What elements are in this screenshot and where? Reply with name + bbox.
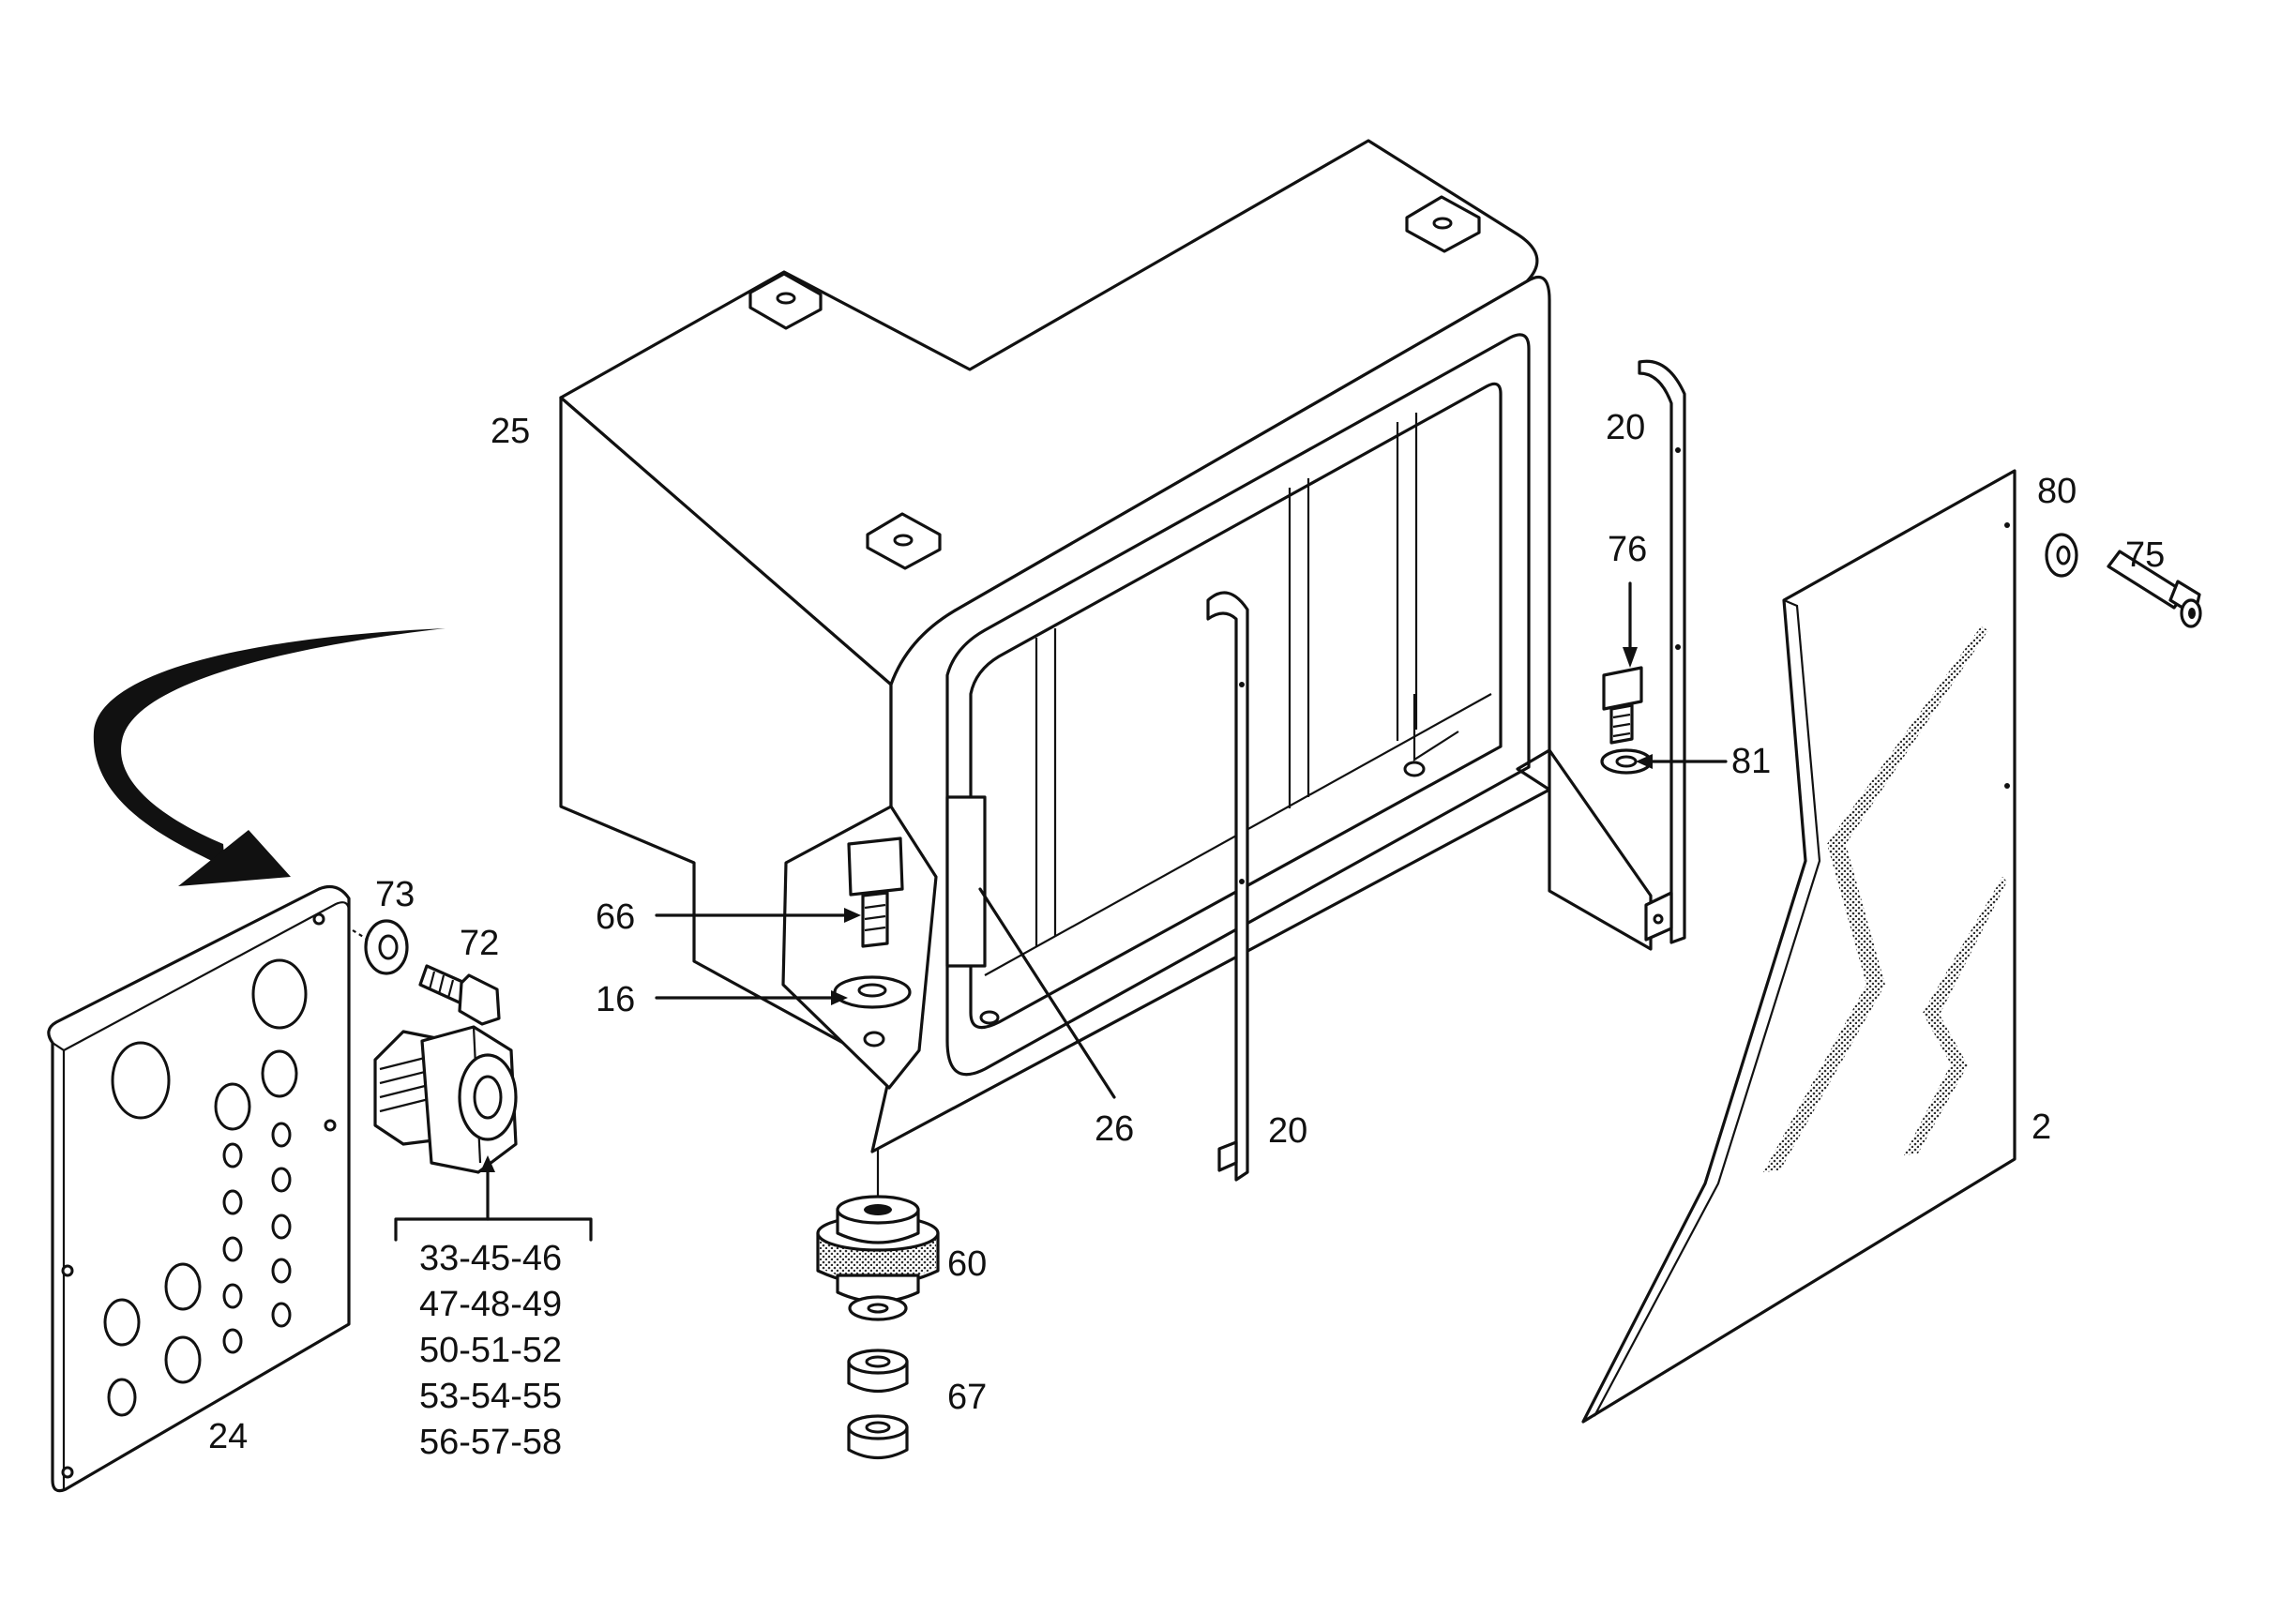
label-80: 80 bbox=[2037, 472, 2077, 511]
label-75: 75 bbox=[2125, 535, 2165, 575]
panel-part-24 bbox=[47, 885, 351, 1493]
screw-part-75 bbox=[2107, 550, 2202, 628]
label-20-right: 20 bbox=[1606, 408, 1645, 447]
gland-group-line-5: 56-57-58 bbox=[419, 1423, 562, 1462]
washer-part-73 bbox=[364, 919, 409, 975]
label-73: 73 bbox=[375, 875, 415, 914]
washer-part-80 bbox=[2045, 533, 2078, 578]
label-26: 26 bbox=[1095, 1109, 1134, 1149]
label-72: 72 bbox=[460, 924, 499, 963]
leader-26 bbox=[978, 887, 1116, 1099]
label-76: 76 bbox=[1608, 530, 1647, 569]
washer-part-16 bbox=[833, 975, 912, 1009]
nut-part-67-lower bbox=[847, 1414, 909, 1459]
label-20-center: 20 bbox=[1268, 1111, 1307, 1151]
gland-group-line-3: 50-51-52 bbox=[419, 1331, 562, 1370]
label-2: 2 bbox=[2032, 1108, 2051, 1147]
label-16: 16 bbox=[596, 980, 635, 1019]
label-81: 81 bbox=[1731, 742, 1771, 781]
nut-part-67-upper bbox=[847, 1349, 909, 1393]
gland-group-line-2: 47-48-49 bbox=[419, 1285, 562, 1324]
cable-gland-assembly bbox=[373, 1025, 518, 1174]
bolt-part-76 bbox=[1602, 666, 1643, 745]
label-60: 60 bbox=[947, 1244, 987, 1284]
label-25: 25 bbox=[491, 412, 530, 451]
label-66: 66 bbox=[596, 897, 635, 937]
mount-part-60 bbox=[816, 1149, 940, 1321]
housing-part-25 bbox=[559, 139, 1653, 1153]
label-67: 67 bbox=[947, 1378, 987, 1417]
washer-part-81 bbox=[1600, 748, 1653, 775]
bolt-part-72 bbox=[418, 964, 501, 1026]
gland-group-line-4: 53-54-55 bbox=[419, 1377, 562, 1416]
rotation-arrow-icon bbox=[93, 628, 446, 886]
gland-group-line-1: 33-45-46 bbox=[419, 1239, 562, 1278]
gasket-strip-right bbox=[1638, 359, 1686, 944]
label-24: 24 bbox=[208, 1417, 248, 1456]
gasket-strip-center bbox=[1206, 591, 1249, 1182]
gland-group-bracket bbox=[394, 1217, 593, 1242]
cover-panel-part-2 bbox=[1581, 469, 2017, 1424]
bolt-part-66 bbox=[847, 837, 904, 948]
